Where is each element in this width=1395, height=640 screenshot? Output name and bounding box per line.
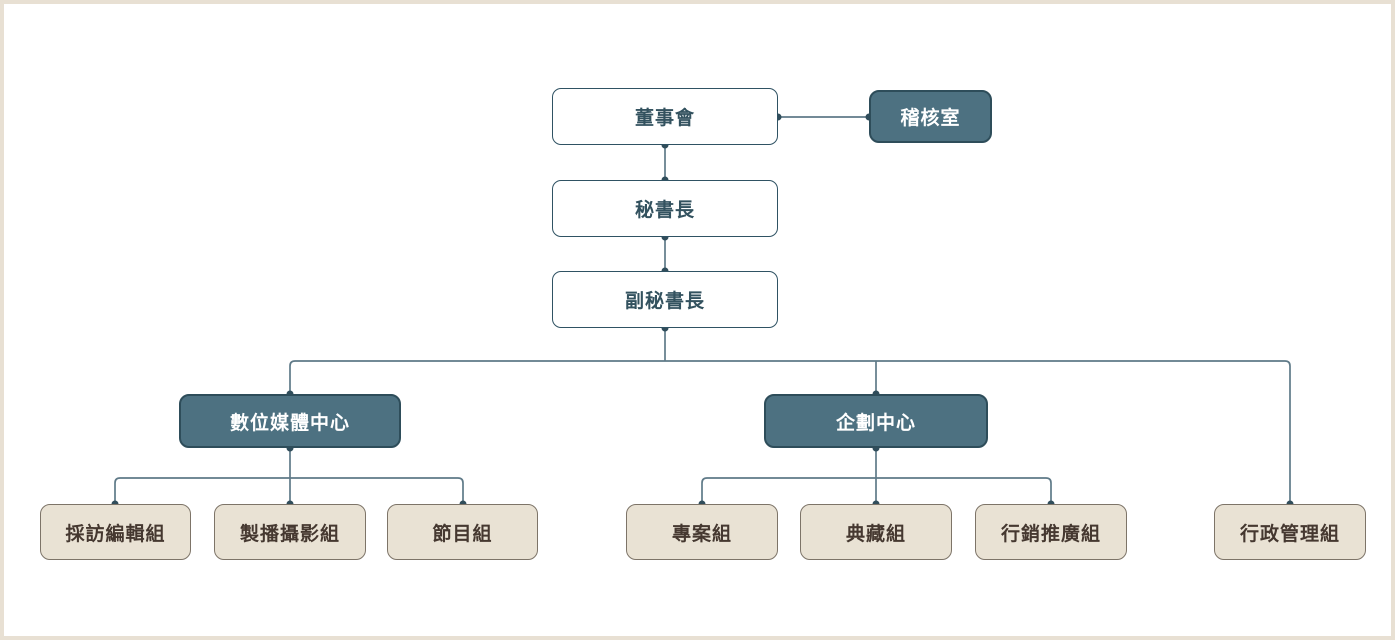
node-interview-editing-group-label: 採訪編輯組: [65, 523, 166, 545]
node-program-group-label: 節目組: [432, 523, 493, 545]
node-marketing-promotion-group[interactable]: 行銷推廣組: [975, 504, 1127, 560]
node-administration-group[interactable]: 行政管理組: [1214, 504, 1366, 560]
connector-plan-rail: [701, 477, 1052, 504]
node-secretary-general-label: 秘書長: [634, 200, 695, 221]
connector-dmc-rail: [114, 477, 464, 504]
node-project-group[interactable]: 專案組: [626, 504, 778, 560]
node-digital-media-center-label: 數位媒體中心: [229, 412, 350, 434]
node-audit-office[interactable]: 稽核室: [869, 90, 992, 143]
node-collection-group-label: 典藏組: [845, 523, 906, 545]
node-planning-center-label: 企劃中心: [835, 412, 916, 434]
node-secretary-general[interactable]: 秘書長: [552, 180, 778, 237]
node-deputy-secretary-general-label: 副秘書長: [624, 291, 705, 312]
node-digital-media-center[interactable]: 數位媒體中心: [179, 394, 401, 448]
node-deputy-secretary-general[interactable]: 副秘書長: [552, 271, 778, 328]
node-production-photography-group-label: 製播攝影組: [239, 523, 340, 545]
node-board[interactable]: 董事會: [552, 88, 778, 145]
node-production-photography-group[interactable]: 製播攝影組: [214, 504, 366, 560]
node-audit-office-label: 稽核室: [900, 108, 961, 129]
node-program-group[interactable]: 節目組: [387, 504, 538, 560]
node-administration-group-label: 行政管理組: [1239, 523, 1340, 545]
node-interview-editing-group[interactable]: 採訪編輯組: [40, 504, 191, 560]
node-planning-center[interactable]: 企劃中心: [764, 394, 988, 448]
node-marketing-promotion-group-label: 行銷推廣組: [1000, 523, 1101, 545]
node-collection-group[interactable]: 典藏組: [800, 504, 952, 560]
node-board-label: 董事會: [634, 108, 695, 129]
node-project-group-label: 專案組: [671, 523, 732, 545]
